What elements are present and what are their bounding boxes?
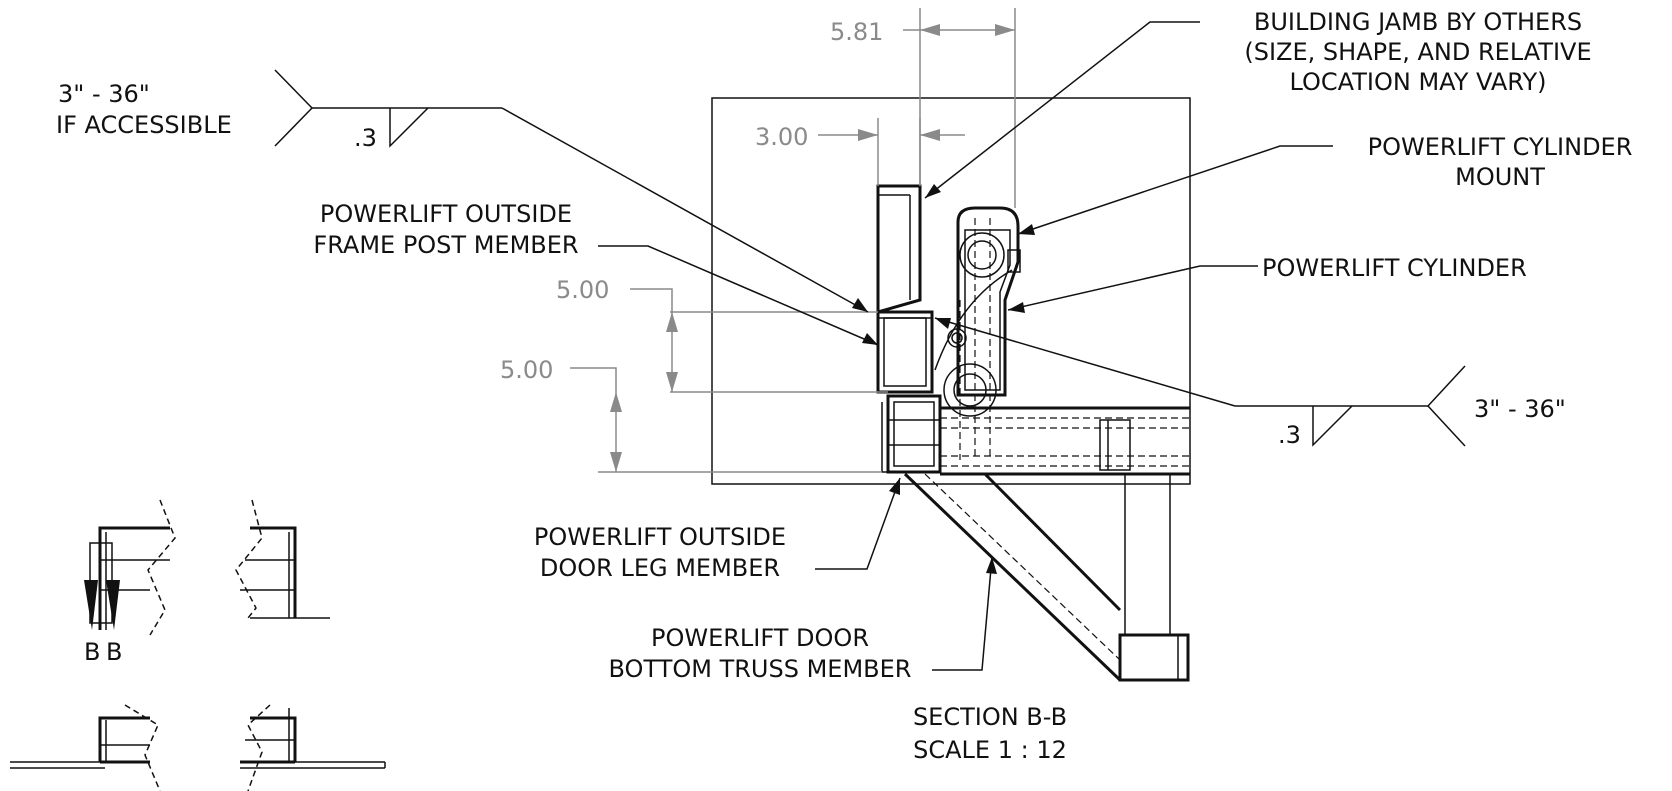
dimension-5-00-upper: 5.00 [556, 276, 888, 393]
svg-text:POWERLIFT CYLINDER: POWERLIFT CYLINDER [1368, 133, 1633, 161]
svg-text:POWERLIFT OUTSIDE: POWERLIFT OUTSIDE [320, 200, 572, 228]
callout-frame-post: POWERLIFT OUTSIDE FRAME POST MEMBER [313, 200, 879, 346]
weld-left-size: .3 [354, 124, 377, 152]
section-scale: SCALE 1 : 12 [913, 736, 1067, 764]
bottom-truss-member [903, 472, 1190, 682]
section-title: SECTION B-B [913, 703, 1067, 731]
callout-building-jamb: BUILDING JAMB BY OTHERS (SIZE, SHAPE, AN… [924, 8, 1592, 199]
weld-left-note-line2: IF ACCESSIBLE [56, 111, 232, 139]
svg-text:POWERLIFT CYLINDER: POWERLIFT CYLINDER [1262, 254, 1527, 282]
svg-text:POWERLIFT OUTSIDE: POWERLIFT OUTSIDE [534, 523, 786, 551]
svg-text:DOOR LEG MEMBER: DOOR LEG MEMBER [540, 554, 780, 582]
callout-cylinder: POWERLIFT CYLINDER [1007, 254, 1527, 313]
dimension-5-81: 5.81 [830, 8, 1016, 208]
dimension-5-00-lower-label: 5.00 [500, 356, 553, 384]
cylinder-assembly [934, 206, 1021, 460]
dimension-3-00: 3.00 [755, 118, 965, 186]
svg-text:MOUNT: MOUNT [1455, 163, 1545, 191]
dimension-3-00-label: 3.00 [755, 123, 808, 151]
callout-door-leg: POWERLIFT OUTSIDE DOOR LEG MEMBER [534, 477, 901, 582]
svg-text:BOTTOM TRUSS MEMBER: BOTTOM TRUSS MEMBER [609, 655, 912, 683]
svg-text:BUILDING JAMB BY OTHERS: BUILDING JAMB BY OTHERS [1254, 8, 1582, 36]
section-boundary-box [711, 97, 1191, 485]
dimension-5-00-upper-label: 5.00 [556, 276, 609, 304]
door-leg-member [881, 394, 942, 474]
svg-text:LOCATION MAY VARY): LOCATION MAY VARY) [1290, 68, 1547, 96]
weld-left-note-line1: 3" - 36" [58, 80, 150, 108]
callout-bottom-truss: POWERLIFT DOOR BOTTOM TRUSS MEMBER [609, 556, 997, 683]
weld-right-note: 3" - 36" [1474, 395, 1566, 423]
weld-symbol-left: 3" - 36" IF ACCESSIBLE .3 [56, 69, 869, 313]
bottom-rail [940, 406, 1190, 476]
weld-symbol-right: 3" - 36" .3 [934, 317, 1566, 449]
svg-text:FRAME POST MEMBER: FRAME POST MEMBER [313, 231, 578, 259]
dimension-5-00-lower: 5.00 [500, 356, 882, 473]
dimension-5-81-label: 5.81 [830, 18, 883, 46]
building-jamb [876, 184, 922, 314]
weld-right-size: .3 [1278, 421, 1301, 449]
svg-text:POWERLIFT DOOR: POWERLIFT DOOR [651, 624, 869, 652]
callout-cylinder-mount: POWERLIFT CYLINDER MOUNT [1017, 133, 1633, 235]
frame-post-member [876, 310, 934, 394]
section-mark-left: B [84, 638, 100, 666]
overview-inset: B B [10, 499, 386, 791]
section-mark-right: B [106, 638, 122, 666]
svg-text:(SIZE, SHAPE, AND RELATIVE: (SIZE, SHAPE, AND RELATIVE [1244, 38, 1591, 66]
